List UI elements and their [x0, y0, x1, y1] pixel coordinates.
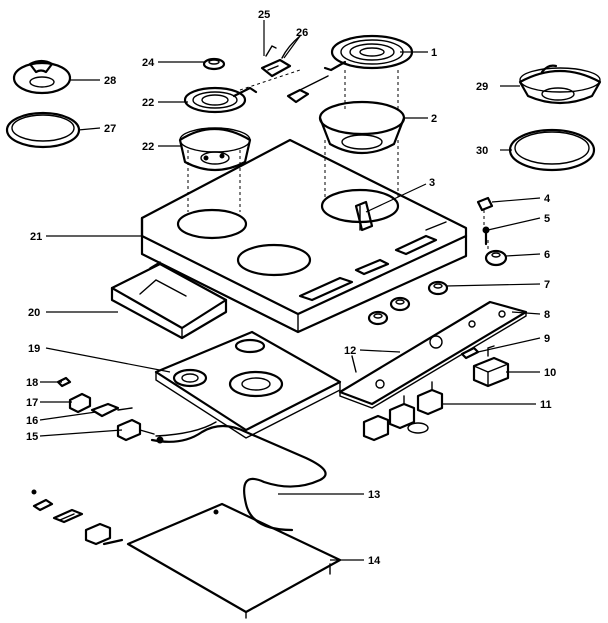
- cooktop-body: [140, 138, 468, 334]
- relay-part-10: [472, 345, 510, 388]
- callout-12: 12: [344, 345, 356, 357]
- infinite-switches: [362, 381, 444, 442]
- callout-11: 11: [540, 399, 552, 411]
- drip-bowl-large-right: [518, 64, 602, 105]
- callout-14: 14: [368, 555, 381, 567]
- surface-element-small: [183, 86, 258, 114]
- callout-8: 8: [544, 309, 550, 321]
- callout-1: 1: [431, 47, 437, 59]
- control-knobs: [367, 280, 449, 326]
- callout-18: 18: [26, 377, 38, 389]
- alignment-lines: [187, 69, 489, 252]
- callout-26: 26: [296, 27, 308, 39]
- callout-13: 13: [368, 489, 380, 501]
- callout-22-lower: 22: [142, 141, 154, 153]
- connector-cluster-lower: [31, 489, 124, 546]
- tray-part-20: [110, 261, 228, 340]
- trim-ring-small-left: [5, 111, 81, 149]
- callout-19: 19: [28, 343, 40, 355]
- callout-27: 27: [104, 123, 116, 135]
- callout-17: 17: [26, 397, 38, 409]
- callout-20: 20: [28, 307, 40, 319]
- control-bracket: [338, 300, 528, 409]
- lower-pan: [154, 330, 342, 439]
- connector-part-17: [68, 392, 92, 414]
- callout-29: 29: [476, 81, 488, 93]
- callout-24: 24: [142, 57, 155, 69]
- drip-bowl-large: [318, 100, 406, 154]
- callout-9: 9: [544, 333, 550, 345]
- callout-7: 7: [544, 279, 550, 291]
- knob-part-6: [484, 249, 508, 267]
- leader-lines: [39, 20, 541, 561]
- surface-element-large: [323, 34, 414, 72]
- wire-loop: [126, 502, 342, 619]
- connector-part-18: [56, 376, 72, 388]
- clip-part-4: [476, 196, 494, 212]
- callout-25: 25: [258, 9, 270, 21]
- cap-part: [202, 57, 226, 71]
- callout-5: 5: [544, 213, 550, 225]
- receptacle-block-2: [286, 75, 329, 104]
- wire-harness: [150, 421, 327, 532]
- trim-ring-large-right: [508, 128, 596, 172]
- callout-6: 6: [544, 249, 550, 261]
- callout-10: 10: [544, 367, 556, 379]
- callout-22-upper: 22: [142, 97, 154, 109]
- callout-2: 2: [431, 113, 437, 125]
- drip-bowl-small: [178, 127, 252, 172]
- callout-3: 3: [429, 177, 435, 189]
- callout-28: 28: [104, 75, 116, 87]
- callout-4: 4: [544, 193, 551, 205]
- callout-16: 16: [26, 415, 38, 427]
- connector-part-15: [116, 418, 155, 442]
- callout-30: 30: [476, 145, 488, 157]
- callout-labels: 1 2 3 4 5 6 7 8 9 10 11 12 13 14 15 16 1…: [26, 9, 556, 567]
- receptacle-block: [260, 35, 301, 78]
- drip-bowl-small-left: [12, 59, 72, 95]
- callout-15: 15: [26, 431, 38, 443]
- connector-part-16: [90, 402, 133, 418]
- callout-21: 21: [30, 231, 42, 243]
